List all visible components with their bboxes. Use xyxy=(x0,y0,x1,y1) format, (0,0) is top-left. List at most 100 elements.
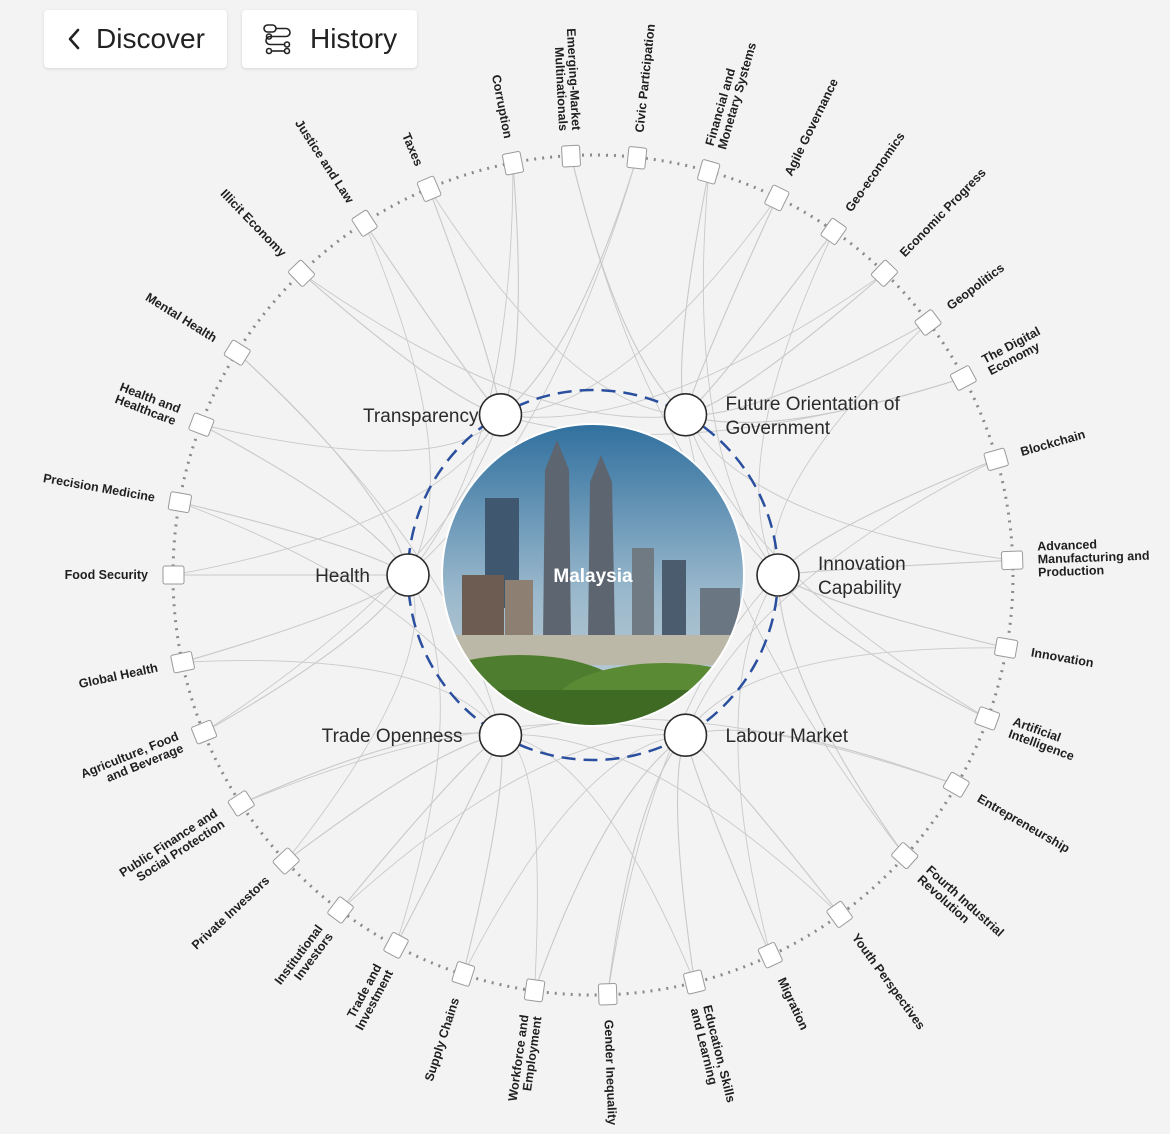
topic-label: Precision Medicine xyxy=(42,471,156,504)
topic-label: Global Health xyxy=(77,661,159,691)
topic-label-line: Geo-economics xyxy=(842,130,907,215)
topic-node-box xyxy=(764,184,790,212)
topic-node-the-digital-economy[interactable]: The DigitalEconomy xyxy=(950,324,1049,391)
topic-node-box xyxy=(502,151,524,176)
topic-label-line: Blockchain xyxy=(1019,427,1087,459)
link-secondary-food-security xyxy=(172,414,501,576)
topic-node-geo-economics[interactable]: Geo-economics xyxy=(820,130,908,246)
topic-node-box xyxy=(191,719,218,745)
topic-node-supply-chains[interactable]: Supply Chains xyxy=(422,961,476,1083)
topic-label: Food Security xyxy=(65,568,148,582)
topic-label-line: Global Health xyxy=(77,661,159,691)
topic-label: Education, Skillsand Learning xyxy=(688,1004,738,1108)
topic-label: Agile Governance xyxy=(782,76,841,178)
topic-node-box xyxy=(1000,550,1024,571)
link-secondary-workforce-and-employment xyxy=(500,734,538,991)
hub-label-line: Trade Openness xyxy=(322,726,463,747)
link-trade-and-investment xyxy=(395,734,502,947)
topic-node-emerging-market-multinationals[interactable]: Emerging-MarketMultinationals xyxy=(551,28,583,168)
chevron-left-icon xyxy=(66,27,82,51)
topic-node-civic-participation[interactable]: Civic Participation xyxy=(626,23,658,170)
discover-button[interactable]: Discover xyxy=(44,10,227,68)
topic-node-box xyxy=(170,651,195,674)
topic-node-innovation[interactable]: Innovation xyxy=(994,636,1095,670)
history-label: History xyxy=(310,23,398,54)
link-secondary-health-and-healthcare xyxy=(200,414,501,452)
topic-node-advanced-manufacturing-and-production[interactable]: AdvancedManufacturing andProduction xyxy=(1000,536,1150,580)
topic-node-workforce-and-employment[interactable]: Workforce andEmployment xyxy=(506,978,546,1104)
topic-label: Justice and Law xyxy=(292,117,356,206)
link-secondary-emerging-market-multinationals xyxy=(570,155,779,576)
link-illicit-economy xyxy=(300,272,501,416)
topic-node-food-security[interactable]: Food Security xyxy=(65,565,185,585)
topic-node-box xyxy=(561,144,581,168)
hub-transparency[interactable]: Transparency xyxy=(363,392,523,437)
outer-ring xyxy=(171,153,1015,997)
topic-label-line: Food Security xyxy=(65,568,148,582)
hub-trade-openness[interactable]: Trade Openness xyxy=(322,713,523,758)
link-migration xyxy=(684,735,772,956)
hub-label-line: Health xyxy=(315,566,370,587)
discover-label: Discover xyxy=(96,23,205,54)
topic-node-agile-governance[interactable]: Agile Governance xyxy=(764,76,841,212)
link-secondary-illicit-economy xyxy=(300,272,686,418)
link-financial-and-monetary-systems xyxy=(681,171,710,415)
topic-node-financial-and-monetary-systems[interactable]: Financial andMonetary Systems xyxy=(697,37,759,185)
topic-label: Public Finance andSocial Protection xyxy=(117,806,227,891)
topic-node-gender-inequality[interactable]: Gender Inequality xyxy=(597,982,619,1126)
topic-node-box xyxy=(826,900,853,928)
topic-node-private-investors[interactable]: Private Investors xyxy=(189,847,300,952)
hub-label-line: Innovation xyxy=(818,554,906,575)
topic-node-taxes[interactable]: Taxes xyxy=(399,131,442,202)
hub-circle xyxy=(478,713,523,758)
topic-node-justice-and-law[interactable]: Justice and Law xyxy=(292,117,378,237)
topic-node-migration[interactable]: Migration xyxy=(757,941,812,1032)
topic-label: Entrepreneurship xyxy=(975,791,1073,855)
link-institutional-investors xyxy=(339,734,501,911)
link-justice-and-law xyxy=(363,222,501,416)
link-health-and-healthcare xyxy=(200,424,409,576)
topic-node-agriculture-food-and-beverage[interactable]: Agriculture, Foodand Beverage xyxy=(79,719,218,793)
link-agriculture-food-and-beverage xyxy=(203,574,409,733)
topic-label: Blockchain xyxy=(1019,427,1087,459)
topic-node-entrepreneurship[interactable]: Entrepreneurship xyxy=(942,771,1073,856)
link-secondary-economic-progress xyxy=(500,272,886,418)
topic-node-blockchain[interactable]: Blockchain xyxy=(983,427,1087,471)
topic-node-precision-medicine[interactable]: Precision Medicine xyxy=(42,471,192,514)
topic-node-artificial-intelligence[interactable]: ArtificialIntelligence xyxy=(974,706,1080,763)
center-node[interactable]: Malaysia xyxy=(410,422,775,747)
topic-node-health-and-healthcare[interactable]: Health andHealthcare xyxy=(113,380,215,437)
hub-circle xyxy=(478,392,523,437)
topic-node-trade-and-investment[interactable]: Trade andInvestment xyxy=(341,932,409,1033)
topic-node-global-health[interactable]: Global Health xyxy=(77,651,195,691)
topic-node-corruption[interactable]: Corruption xyxy=(489,73,524,176)
link-entrepreneurship xyxy=(685,729,957,786)
topic-node-mental-health[interactable]: Mental Health xyxy=(143,290,251,366)
hub-health[interactable]: Health xyxy=(315,553,430,597)
topic-label-line: Agile Governance xyxy=(782,76,841,178)
topic-node-public-finance-and-social-protection[interactable]: Public Finance andSocial Protection xyxy=(117,790,255,891)
link-secondary-private-investors xyxy=(285,574,416,862)
topic-node-illicit-economy[interactable]: Illicit Economy xyxy=(218,187,316,287)
topic-node-youth-perspectives[interactable]: Youth Perspectives xyxy=(826,900,928,1033)
topic-node-economic-progress[interactable]: Economic Progress xyxy=(871,166,989,288)
history-button[interactable]: History xyxy=(242,10,417,68)
topic-node-institutional-investors[interactable]: InstitutionalInvestors xyxy=(272,896,354,995)
hub-circle xyxy=(663,392,708,437)
topic-node-box xyxy=(683,969,706,995)
topic-label-line: Emerging-Market xyxy=(564,28,583,132)
topic-label-line: Manufacturing and xyxy=(1037,549,1149,567)
link-civic-participation xyxy=(500,157,638,416)
hub-labour-market[interactable]: Labour Market xyxy=(663,713,849,758)
topic-node-box xyxy=(416,175,442,202)
link-secondary-institutional-investors xyxy=(339,734,686,911)
topic-node-fourth-industrial-revolution[interactable]: Fourth IndustrialRevolution xyxy=(891,842,1007,949)
hub-label-line: Labour Market xyxy=(726,726,849,747)
topic-node-education-skills-and-learning[interactable]: Education, Skillsand Learning xyxy=(683,969,738,1108)
topic-node-geopolitics[interactable]: Geopolitics xyxy=(914,261,1007,336)
topic-label: Corruption xyxy=(489,73,515,139)
topic-node-box xyxy=(327,896,354,924)
